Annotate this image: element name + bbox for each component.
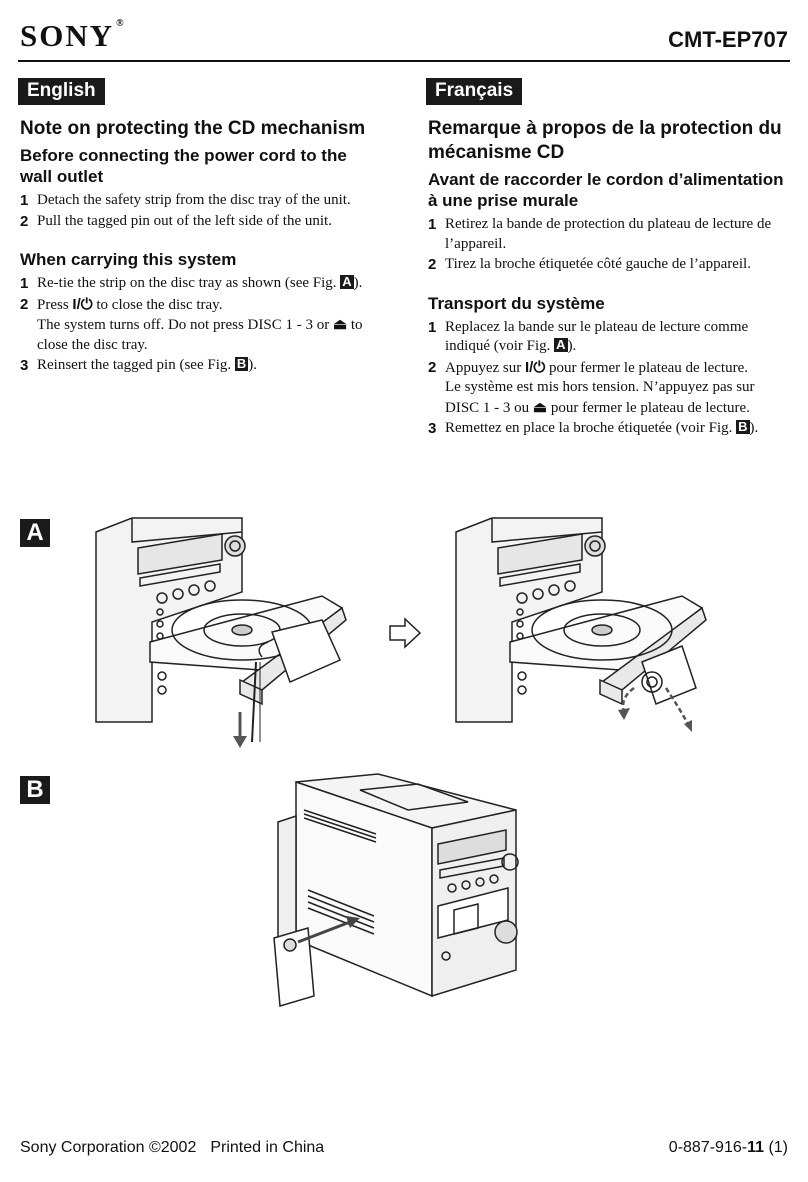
french-title: Remarque à propos de la protection du mé… (428, 118, 782, 163)
eject-icon: ⏏ (332, 316, 348, 333)
power-icon: I/⏻ (524, 358, 546, 376)
figure-a-ref: A (554, 337, 568, 352)
english-title: Note on protecting the CD mechanism (20, 118, 366, 139)
english-section2-heading: When carrying this system (20, 250, 237, 269)
language-tab-english: English (18, 78, 105, 105)
eject-icon: ⏏ (532, 398, 548, 416)
language-tab-french: Français (426, 78, 523, 105)
figure-b-ref: B (736, 419, 750, 434)
figure-a-label: A (20, 519, 50, 547)
english-section1-heading: Before connecting the power cord to the … (20, 146, 347, 186)
model-number: CMT-EP707 (668, 27, 788, 52)
figure-b-ref: B (234, 356, 249, 371)
figure-a-ref: A (340, 274, 354, 289)
french-section1-heading: Avant de raccorder le cordon d’alimentat… (428, 170, 784, 210)
figure-a-left-illustration (95, 517, 347, 748)
figure-b-label: B (20, 776, 50, 804)
power-icon: I/⏻ (72, 295, 93, 313)
english-column: English Note on protecting the CD mechan… (18, 78, 380, 377)
arrow-right-icon (389, 617, 422, 649)
footer-part-number: 0-887-916-11 (1) (668, 1139, 788, 1156)
brand-logo: SONY® (20, 18, 124, 53)
figure-a-right-illustration (455, 517, 707, 732)
french-section2-heading: Transport du système (428, 293, 605, 313)
header-rule (18, 60, 790, 62)
figure-b-illustration (273, 773, 519, 1007)
french-column: Français Remarque à propos de la protect… (426, 78, 790, 440)
